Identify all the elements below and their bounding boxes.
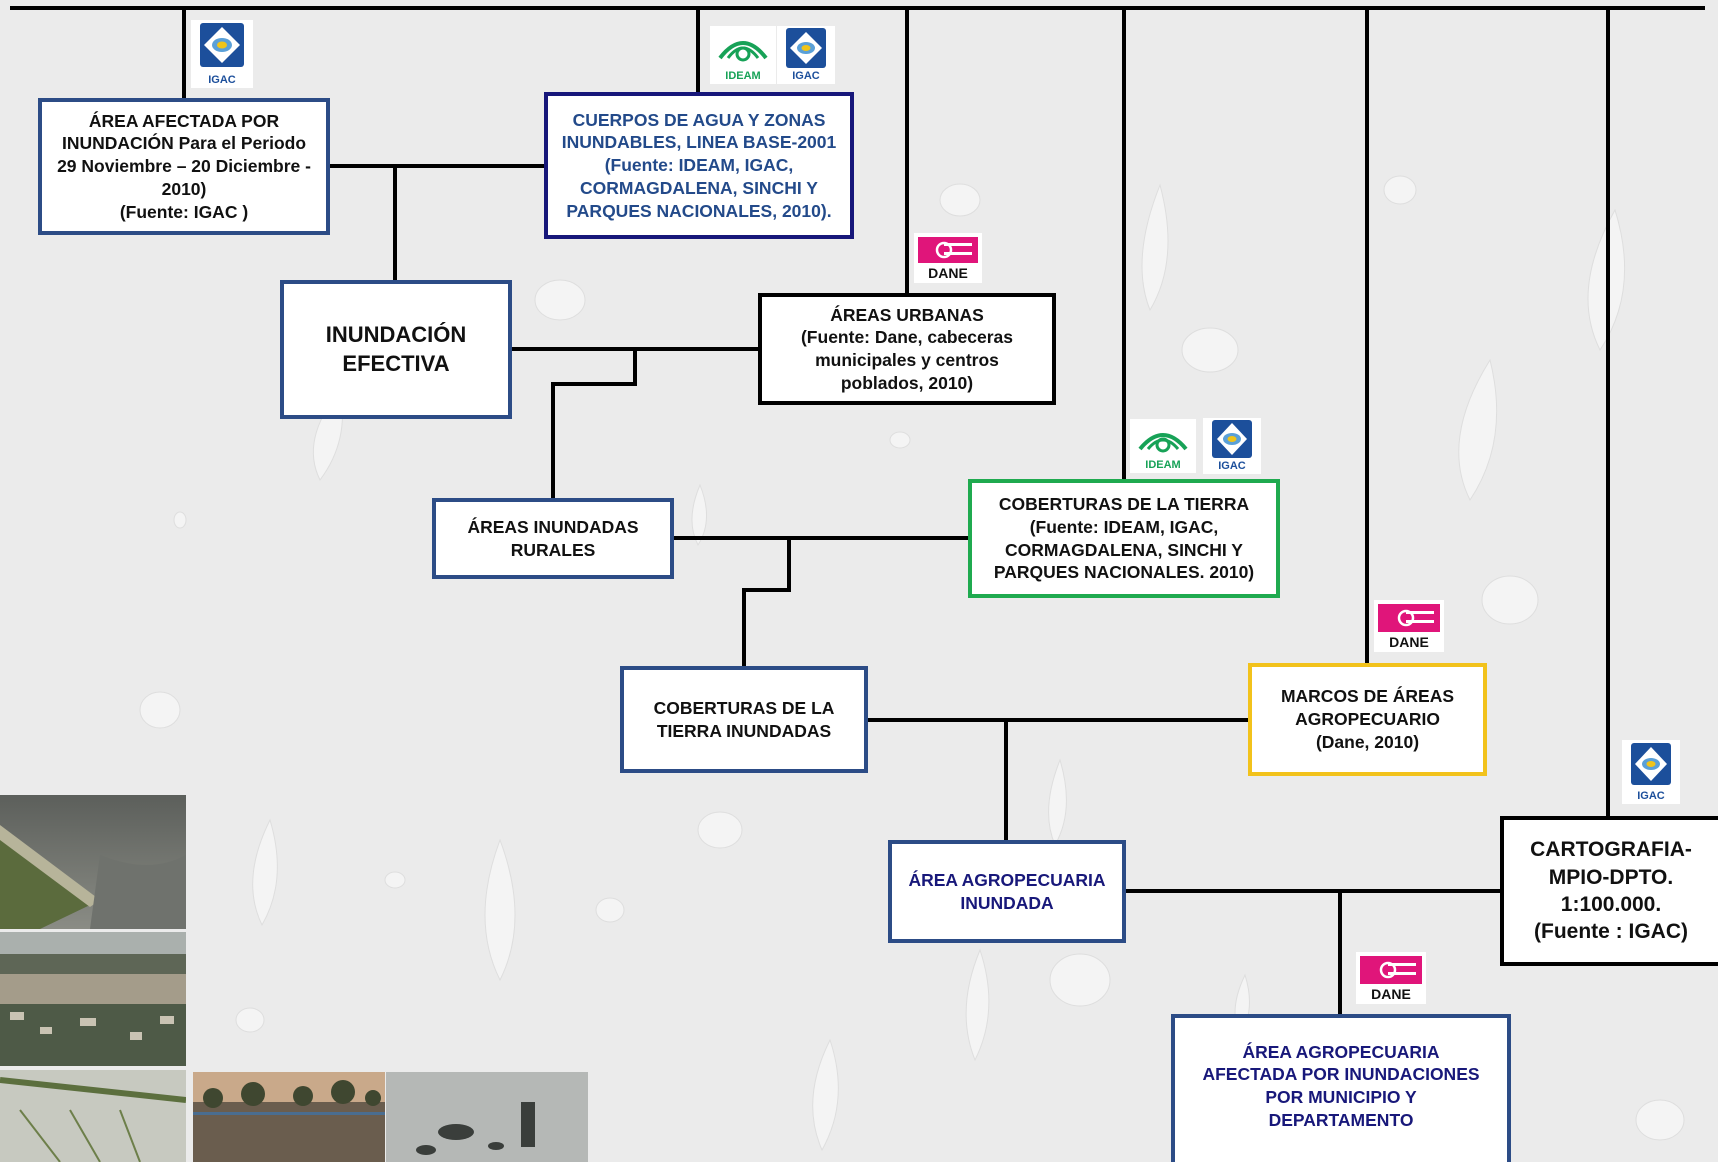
line: INUNDACIÓN: [325, 321, 467, 347]
cartografia-box: CARTOGRAFIA- MPIO-DPTO. 1:100.000. (Fuen…: [1500, 816, 1718, 966]
ideam-icon: [1138, 433, 1188, 453]
dane-logo-text: DANE: [928, 265, 968, 281]
dane-logo-text: DANE: [1371, 986, 1411, 1002]
line: (Fuente: IDEAM, IGAC,: [604, 155, 794, 176]
ideam-logo-text: IDEAM: [1145, 459, 1181, 471]
marcos-areas-box: MARCOS DE ÁREAS AGROPECUARIO (Dane, 2010…: [1248, 663, 1487, 776]
line: (Fuente : IGAC): [1534, 920, 1688, 944]
igac-logo-3: IGAC: [1203, 418, 1261, 474]
line: RURALES: [510, 539, 596, 560]
line: poblados, 2010): [840, 372, 974, 393]
igac-logo-2: IGAC: [777, 26, 835, 84]
flood-photo-levee: [0, 795, 186, 929]
flood-photo-town: [0, 932, 186, 1066]
line: INUNDADA: [960, 892, 1054, 913]
coberturas-inundadas-box: COBERTURAS DE LA TIERRA INUNDADAS: [620, 666, 868, 773]
line: CUERPOS DE AGUA Y ZONAS: [572, 109, 826, 130]
line: AFECTADA POR INUNDACIONES: [1202, 1064, 1480, 1085]
line: 2010): [161, 178, 207, 199]
dane-logo-1: DANE: [914, 233, 982, 283]
levee-image: [0, 795, 186, 929]
lake-image: [193, 1072, 385, 1162]
line: ÁREAS INUNDADAS: [467, 516, 639, 537]
line: POR MUNICIPIO Y: [1265, 1087, 1417, 1107]
cuerpos-agua-box: CUERPOS DE AGUA Y ZONAS INUNDABLES, LINE…: [544, 92, 854, 239]
line: CARTOGRAFIA-: [1530, 838, 1692, 862]
igac-icon: [200, 23, 244, 67]
line: COBERTURAS DE LA: [653, 697, 835, 718]
debris-image: [386, 1072, 588, 1162]
town-image: [0, 932, 186, 1066]
dane-icon: [1378, 604, 1440, 632]
line: DEPARTAMENTO: [1268, 1109, 1414, 1130]
line: (Dane, 2010): [1315, 731, 1420, 752]
dane-logo-3: DANE: [1356, 952, 1426, 1004]
line: (Fuente: Dane, cabeceras: [800, 327, 1014, 348]
area-agropecuaria-inundada-box: ÁREA AGROPECUARIA INUNDADA: [888, 840, 1126, 943]
line: COBERTURAS DE LA TIERRA: [998, 494, 1250, 514]
areas-inundadas-rurales-box: ÁREAS INUNDADAS RURALES: [432, 498, 674, 579]
coberturas-tierra-box: COBERTURAS DE LA TIERRA (Fuente: IDEAM, …: [968, 479, 1280, 598]
line: MPIO-DPTO.: [1548, 865, 1674, 889]
igac-logo-text: IGAC: [208, 74, 236, 86]
igac-logo-text: IGAC: [792, 70, 820, 82]
ideam-logo-2: IDEAM: [1130, 419, 1196, 473]
ideam-icon: [718, 41, 768, 62]
areas-urbanas-box: ÁREAS URBANAS (Fuente: Dane, cabeceras m…: [758, 293, 1056, 405]
igac-logo-text: IGAC: [1218, 460, 1246, 472]
field-image: [0, 1070, 186, 1162]
line: 1:100.000.: [1560, 893, 1662, 916]
line: CORMAGDALENA, SINCHI Y: [580, 177, 818, 198]
flood-photo-field: [0, 1070, 186, 1162]
line: municipales y centros: [815, 350, 999, 370]
igac-logo-text: IGAC: [1637, 790, 1665, 802]
line: (Fuente: IDEAM, IGAC,: [1029, 516, 1219, 537]
dane-icon: [1360, 956, 1422, 984]
line: AGROPECUARIO: [1295, 709, 1440, 730]
line: ÁREA AGROPECUARIA: [908, 869, 1106, 890]
flood-photo-lake: [193, 1072, 385, 1162]
line: INUNDABLES, LINEA BASE-2001: [561, 132, 837, 153]
line: 29 Noviembre – 20 Diciembre -: [57, 156, 311, 177]
igac-icon: [786, 28, 826, 68]
line: EFECTIVA: [342, 350, 450, 376]
line: TIERRA INUNDADAS: [656, 720, 832, 741]
dane-logo-2: DANE: [1374, 600, 1444, 652]
line: PARQUES NACIONALES, 2010).: [566, 200, 832, 221]
line: INUNDACIÓN Para el Periodo: [61, 133, 307, 154]
line: ÁREA AFECTADA POR: [88, 110, 280, 131]
igac-icon: [1212, 420, 1252, 458]
line: ÁREAS URBANAS: [830, 304, 984, 325]
igac-logo-1: IGAC: [191, 20, 253, 88]
inundacion-efectiva-box: INUNDACIÓN EFECTIVA: [280, 280, 512, 419]
flood-photo-debris: [386, 1072, 588, 1162]
line: CORMAGDALENA, SINCHI Y: [1005, 539, 1243, 560]
area-agropecuaria-afectada-box: ÁREA AGROPECUARIA AFECTADA POR INUNDACIO…: [1171, 1014, 1511, 1162]
ideam-logo-text: IDEAM: [725, 70, 761, 82]
area-afectada-box: ÁREA AFECTADA POR INUNDACIÓN Para el Per…: [38, 98, 330, 235]
line: PARQUES NACIONALES. 2010): [993, 562, 1255, 583]
line: ÁREA AGROPECUARIA: [1242, 1041, 1440, 1062]
dane-logo-text: DANE: [1389, 634, 1429, 650]
line: MARCOS DE ÁREAS: [1280, 686, 1455, 707]
igac-icon: [1631, 743, 1671, 785]
igac-logo-4: IGAC: [1622, 740, 1680, 804]
dane-icon: [918, 237, 978, 263]
ideam-logo-1: IDEAM: [710, 26, 776, 84]
line: (Fuente: IGAC ): [119, 201, 249, 222]
